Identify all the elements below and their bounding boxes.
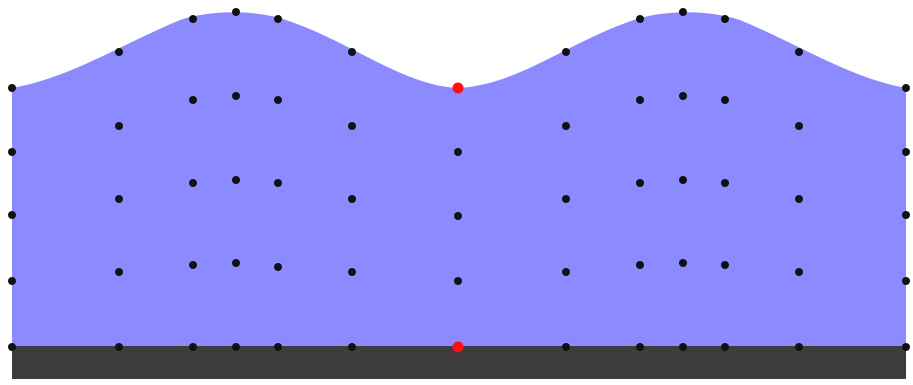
particle-node [902, 84, 910, 92]
particle-node [795, 122, 803, 130]
particle-node [115, 122, 123, 130]
particle-node [8, 343, 16, 351]
particle-node [795, 48, 803, 56]
particle-node [679, 176, 687, 184]
particle-node [189, 343, 197, 351]
particle-node [8, 148, 16, 156]
particle-node [115, 268, 123, 276]
particle-node [636, 179, 644, 187]
particle-node [679, 259, 687, 267]
surface-trough-node [453, 83, 464, 94]
particle-node [636, 343, 644, 351]
particle-node [274, 96, 282, 104]
particle-node [274, 343, 282, 351]
particle-node [8, 211, 16, 219]
particle-node [721, 343, 729, 351]
particle-node [232, 259, 240, 267]
particle-node [232, 92, 240, 100]
particle-node [562, 268, 570, 276]
particle-node [721, 15, 729, 23]
particle-node [902, 148, 910, 156]
particle-node [232, 343, 240, 351]
particle-node [902, 211, 910, 219]
particle-node [636, 15, 644, 23]
particle-node [679, 92, 687, 100]
particle-node [562, 48, 570, 56]
bottom-center-node [453, 342, 464, 353]
particle-node [902, 343, 910, 351]
particle-node [348, 343, 356, 351]
particle-node [454, 148, 462, 156]
particle-node [636, 96, 644, 104]
particle-node [115, 48, 123, 56]
particle-node [795, 195, 803, 203]
particle-node [562, 195, 570, 203]
particle-node [274, 15, 282, 23]
particle-node [795, 343, 803, 351]
particle-node [189, 261, 197, 269]
particle-node [636, 261, 644, 269]
particle-node [454, 277, 462, 285]
particle-node [348, 48, 356, 56]
particle-node [679, 8, 687, 16]
particle-node [348, 268, 356, 276]
particle-node [795, 268, 803, 276]
particle-node [8, 84, 16, 92]
particle-node [115, 343, 123, 351]
particle-node [721, 261, 729, 269]
particle-node [274, 179, 282, 187]
particle-node [232, 176, 240, 184]
particle-node [189, 15, 197, 23]
particle-node [274, 263, 282, 271]
particle-node [679, 343, 687, 351]
particle-node [189, 96, 197, 104]
particle-node [562, 343, 570, 351]
particle-node [721, 179, 729, 187]
particle-node [232, 8, 240, 16]
particle-node [115, 195, 123, 203]
particle-node [454, 212, 462, 220]
particle-node [562, 122, 570, 130]
particle-node [902, 277, 910, 285]
particle-node [8, 277, 16, 285]
particle-node [348, 122, 356, 130]
particle-node [721, 96, 729, 104]
particle-node [189, 179, 197, 187]
particle-node [348, 195, 356, 203]
